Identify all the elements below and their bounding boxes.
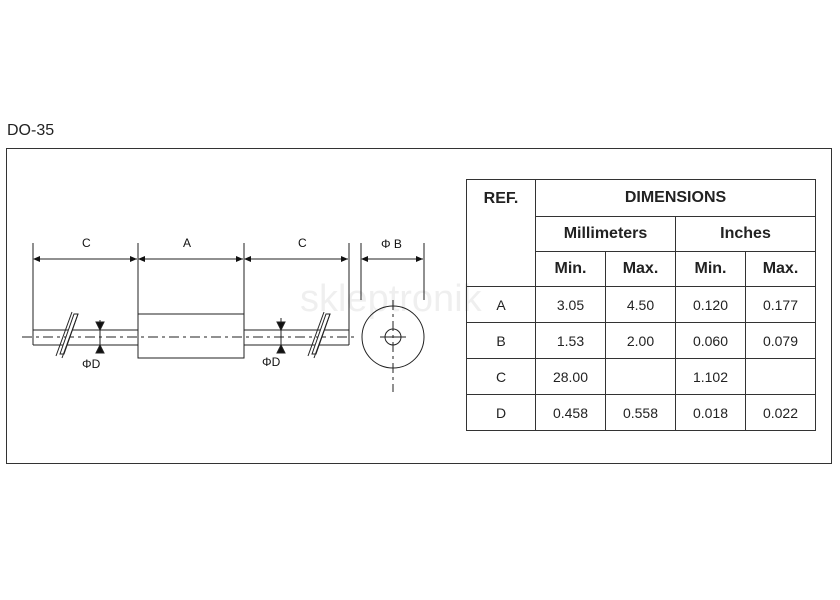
- ref-cell: B: [466, 322, 536, 359]
- dim-label-phi-d-right: ΦD: [262, 355, 281, 369]
- dim-label-c-left: C: [82, 236, 91, 250]
- in-max-cell: 0.177: [745, 286, 816, 323]
- dim-label-a: A: [183, 236, 191, 250]
- phi-d-arrows: [95, 318, 286, 354]
- millimeters-header: Millimeters: [535, 216, 676, 252]
- mm-min-header: Min.: [535, 251, 606, 287]
- mm-min-cell: 1.53: [535, 322, 606, 359]
- in-max-cell: 0.022: [745, 394, 816, 431]
- watermark: skleptronik: [300, 278, 482, 320]
- mm-max-cell: [605, 358, 676, 395]
- ref-cell: A: [466, 286, 536, 323]
- break-marks: [55, 311, 331, 359]
- dimensions-table: REF. DIMENSIONS Millimeters Inches Min. …: [466, 179, 816, 431]
- table-row: C 28.00 1.102: [466, 358, 816, 395]
- in-max-cell: 0.079: [745, 322, 816, 359]
- ref-header: REF.: [466, 179, 536, 287]
- dimensions-header: DIMENSIONS: [535, 179, 816, 217]
- table-row: B 1.53 2.00 0.060 0.079: [466, 322, 816, 359]
- in-min-cell: 1.102: [675, 358, 746, 395]
- mm-max-cell: 2.00: [605, 322, 676, 359]
- ref-cell: C: [466, 358, 536, 395]
- table-row: A 3.05 4.50 0.120 0.177: [466, 286, 816, 323]
- ref-cell: D: [466, 394, 536, 431]
- in-min-cell: 0.018: [675, 394, 746, 431]
- lead-wires: [32, 329, 349, 346]
- dim-label-phi-d-left: ΦD: [82, 357, 101, 371]
- dim-label-phi-b: Φ B: [381, 237, 402, 251]
- in-max-header: Max.: [745, 251, 816, 287]
- dim-label-c-right: C: [298, 236, 307, 250]
- package-title: DO-35: [7, 122, 55, 139]
- drawing-frame: [6, 148, 832, 464]
- mm-min-cell: 0.458: [535, 394, 606, 431]
- diode-body: [137, 313, 245, 359]
- mm-min-cell: 3.05: [535, 286, 606, 323]
- table-row: D 0.458 0.558 0.018 0.022: [466, 394, 816, 431]
- mm-max-cell: 0.558: [605, 394, 676, 431]
- in-min-cell: 0.060: [675, 322, 746, 359]
- mm-max-cell: 4.50: [605, 286, 676, 323]
- in-min-cell: 0.120: [675, 286, 746, 323]
- in-max-cell: [745, 358, 816, 395]
- mm-max-header: Max.: [605, 251, 676, 287]
- inches-header: Inches: [675, 216, 816, 252]
- mm-min-cell: 28.00: [535, 358, 606, 395]
- in-min-header: Min.: [675, 251, 746, 287]
